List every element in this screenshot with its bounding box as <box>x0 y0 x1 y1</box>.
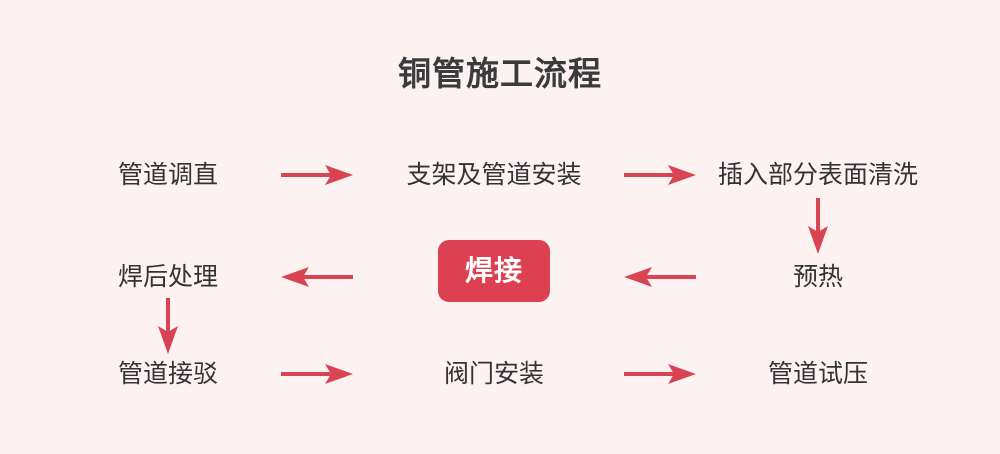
page-title: 铜管施工流程 <box>398 55 602 92</box>
flow-node-hanjie-highlight[interactable]: 焊接 <box>437 240 551 302</box>
flow-node-charu-bufen-biaomian-qingxi[interactable]: 插入部分表面清洗 <box>717 161 919 189</box>
arrow-right-n8-n9 <box>624 362 696 386</box>
arrow-down-n3-n4 <box>806 198 830 254</box>
arrow-right-n7-n8 <box>281 362 353 386</box>
flow-node-famen-anzhuang[interactable]: 阀门安装 <box>443 360 545 388</box>
arrow-left-n4-n5 <box>624 265 696 289</box>
arrow-down-n6-n7 <box>156 298 180 354</box>
flow-node-guandao-shiya[interactable]: 管道试压 <box>767 360 869 388</box>
arrow-left-n5-n6 <box>281 265 353 289</box>
arrow-right-n1-n2 <box>281 163 353 187</box>
flow-node-yure[interactable]: 预热 <box>792 263 844 291</box>
flow-node-hanhou-chuli[interactable]: 焊后处理 <box>117 263 219 291</box>
flow-node-guandao-tiaozhi[interactable]: 管道调直 <box>117 161 219 189</box>
flow-node-guandao-jiebo[interactable]: 管道接驳 <box>117 360 219 388</box>
flow-node-zhijia-jiguandao-anzhuang[interactable]: 支架及管道安装 <box>406 161 582 189</box>
arrow-right-n2-n3 <box>624 163 696 187</box>
